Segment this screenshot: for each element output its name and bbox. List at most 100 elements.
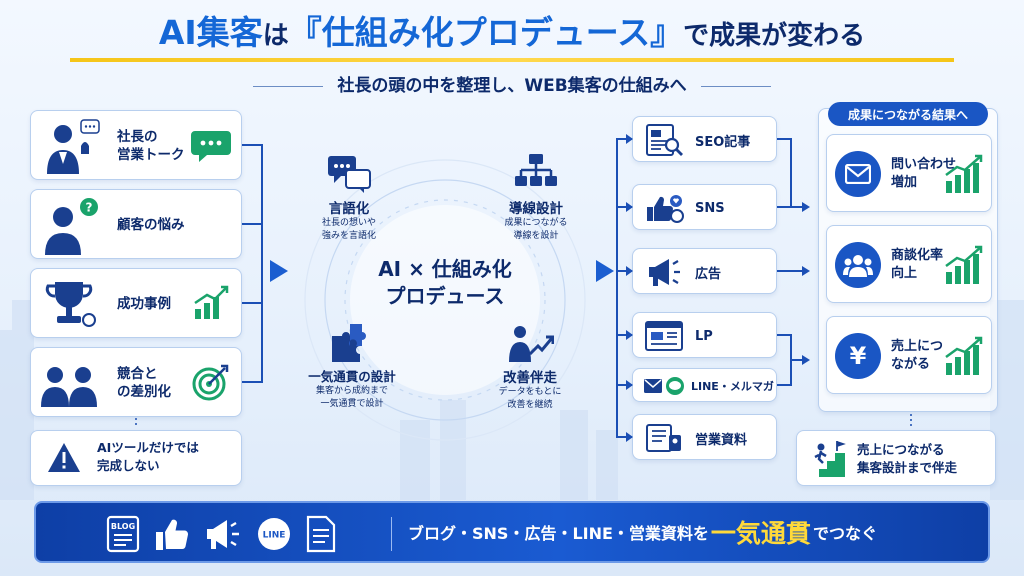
channel-card-sales-material: 営業資料 — [632, 414, 777, 460]
puzzle-icon — [332, 324, 366, 362]
channel-card-lp: LP — [632, 312, 777, 358]
step-desc-verbalize: 社長の想いや強みを言語化 — [321, 218, 376, 241]
line-app-icon: LINE — [258, 518, 290, 550]
step-title-funnel-design: 導線設計 — [509, 201, 563, 217]
support-text: 売上につながる集客設計まで伴走 — [857, 442, 958, 476]
target-icon — [192, 364, 229, 401]
mail-envelope-icon — [835, 151, 881, 197]
banner-icons: BLOG LINE — [106, 512, 336, 556]
channel-label-sns: SNS — [695, 200, 725, 216]
page-title: AI集客は『仕組み化プロデュース』で成果が変わる — [0, 6, 1024, 54]
result-label-deal-rate: 商談化率向上 — [891, 247, 944, 281]
result-card-sales: ¥ 売上につながる — [826, 316, 992, 394]
connector-line — [242, 144, 262, 146]
arrow-right-icon — [596, 260, 614, 282]
warning-text: AIツールだけでは完成しない — [97, 440, 199, 474]
flowchart-icon — [515, 154, 557, 186]
input-card-differentiation: 競合との差別化 — [30, 347, 242, 417]
channel-label-ads: 広告 — [695, 266, 722, 282]
svg-text:LINE: LINE — [263, 531, 286, 541]
subtitle-line-left — [253, 85, 324, 87]
title-particle: は — [262, 21, 289, 51]
title-suffix: で成果が変わる — [683, 21, 866, 51]
subtitle-line-right — [700, 85, 771, 87]
input-card-success-cases: 成功事例 — [30, 268, 242, 338]
trophy-icon — [45, 282, 96, 327]
climbing-stairs-icon — [809, 441, 846, 477]
arrow-right-icon — [270, 260, 288, 282]
sales-document-icon — [646, 424, 681, 452]
channel-card-ads: 広告 — [632, 248, 777, 294]
document-icon — [306, 515, 336, 553]
center-core-label: AI × 仕組み化プロデュース — [378, 257, 512, 308]
support-card: 売上につながる集客設計まで伴走 — [796, 430, 996, 486]
group-people-icon — [835, 242, 881, 288]
input-card-sales-talk: 社長の営業トーク — [30, 110, 242, 180]
channel-label-lp: LP — [695, 328, 713, 344]
yen-icon: ¥ — [835, 333, 881, 379]
title-underline — [70, 58, 954, 62]
input-label-customer-worries: 顧客の悩み — [117, 216, 185, 233]
connector-line — [242, 302, 262, 304]
banner-text: ブログ・SNS・広告・LINE・営業資料を一気通貫でつなぐ — [408, 503, 877, 561]
warning-icon — [48, 443, 80, 472]
channel-connectors — [616, 134, 810, 442]
chat-bubble-icon — [191, 131, 231, 162]
businessman-talking-icon — [47, 119, 100, 174]
channel-card-line: LINE・メルマガ — [632, 368, 777, 402]
bottom-banner: BLOG LINE ブログ・SNS・広告・LINE・営業資料を一気通貫でつなぐ — [34, 501, 990, 563]
two-people-icon — [41, 367, 97, 407]
seo-article-icon — [646, 124, 683, 156]
input-label-differentiation: 競合との差別化 — [117, 365, 171, 400]
blog-icon: BLOG — [106, 515, 140, 553]
growth-chart-icon — [945, 336, 983, 375]
mail-icon — [644, 379, 662, 393]
results-header: 成果につながる結果へ — [828, 102, 988, 126]
title-ai-shukyaku: AI集客 — [158, 13, 263, 52]
step-desc-integrated-design: 集客から成約まで一気通貫で設計 — [315, 386, 388, 409]
connector-line — [242, 223, 262, 225]
step-title-verbalize: 言語化 — [328, 201, 370, 217]
input-label-sales-talk: 社長の営業トーク — [117, 128, 185, 163]
channel-label-line: LINE・メルマガ — [691, 380, 774, 393]
thumbs-up-icon — [156, 519, 189, 550]
step-desc-funnel-design: 成果につながる導線を設計 — [504, 218, 568, 241]
svg-text:BLOG: BLOG — [111, 522, 135, 531]
subtitle-text: 社長の頭の中を整理し、WEB集客の仕組みへ — [337, 76, 687, 96]
step-desc-improvement: データをもとに改善を継続 — [498, 387, 562, 410]
speech-bubbles-icon — [328, 156, 371, 193]
result-label-inquiries: 問い合わせ増加 — [891, 156, 957, 190]
svg-text:?: ? — [86, 201, 93, 215]
channel-label-sales-material: 営業資料 — [695, 432, 748, 448]
dotted-connector-left — [135, 418, 137, 428]
page-subtitle: 社長の頭の中を整理し、WEB集客の仕組みへ — [0, 71, 1024, 96]
input-label-success-cases: 成功事例 — [117, 295, 171, 312]
growth-chart-icon — [945, 245, 983, 284]
channel-card-sns: SNS — [632, 184, 777, 230]
connector-line — [242, 381, 262, 383]
megaphone-icon — [207, 520, 239, 549]
improvement-person-icon — [509, 326, 554, 362]
connector-line — [261, 144, 263, 383]
landing-page-icon — [645, 321, 683, 351]
channel-label-seo: SEO記事 — [695, 134, 751, 150]
banner-highlight: 一気通貫 — [710, 519, 811, 548]
step-title-integrated-design: 一気通貫の設計 — [308, 369, 396, 384]
growth-chart-icon — [945, 154, 983, 193]
growth-bar-chart-icon — [194, 285, 229, 319]
warning-card: AIツールだけでは完成しない — [30, 430, 242, 486]
input-card-customer-worries: ? 顧客の悩み — [30, 189, 242, 259]
result-card-inquiries: 問い合わせ増加 — [826, 134, 992, 212]
banner-separator — [391, 517, 392, 551]
line-app-icon — [666, 377, 684, 395]
megaphone-icon — [649, 259, 680, 286]
title-highlight: 『仕組み化プロデュース』 — [288, 13, 684, 52]
dotted-connector-right — [910, 414, 912, 426]
step-title-improvement: 改善伴走 — [503, 370, 557, 386]
sns-like-icon — [647, 195, 684, 223]
result-label-sales: 売上につながる — [891, 338, 944, 372]
result-card-deal-rate: 商談化率向上 — [826, 225, 992, 303]
connector-line — [616, 139, 618, 437]
worried-person-icon: ? — [45, 198, 98, 255]
